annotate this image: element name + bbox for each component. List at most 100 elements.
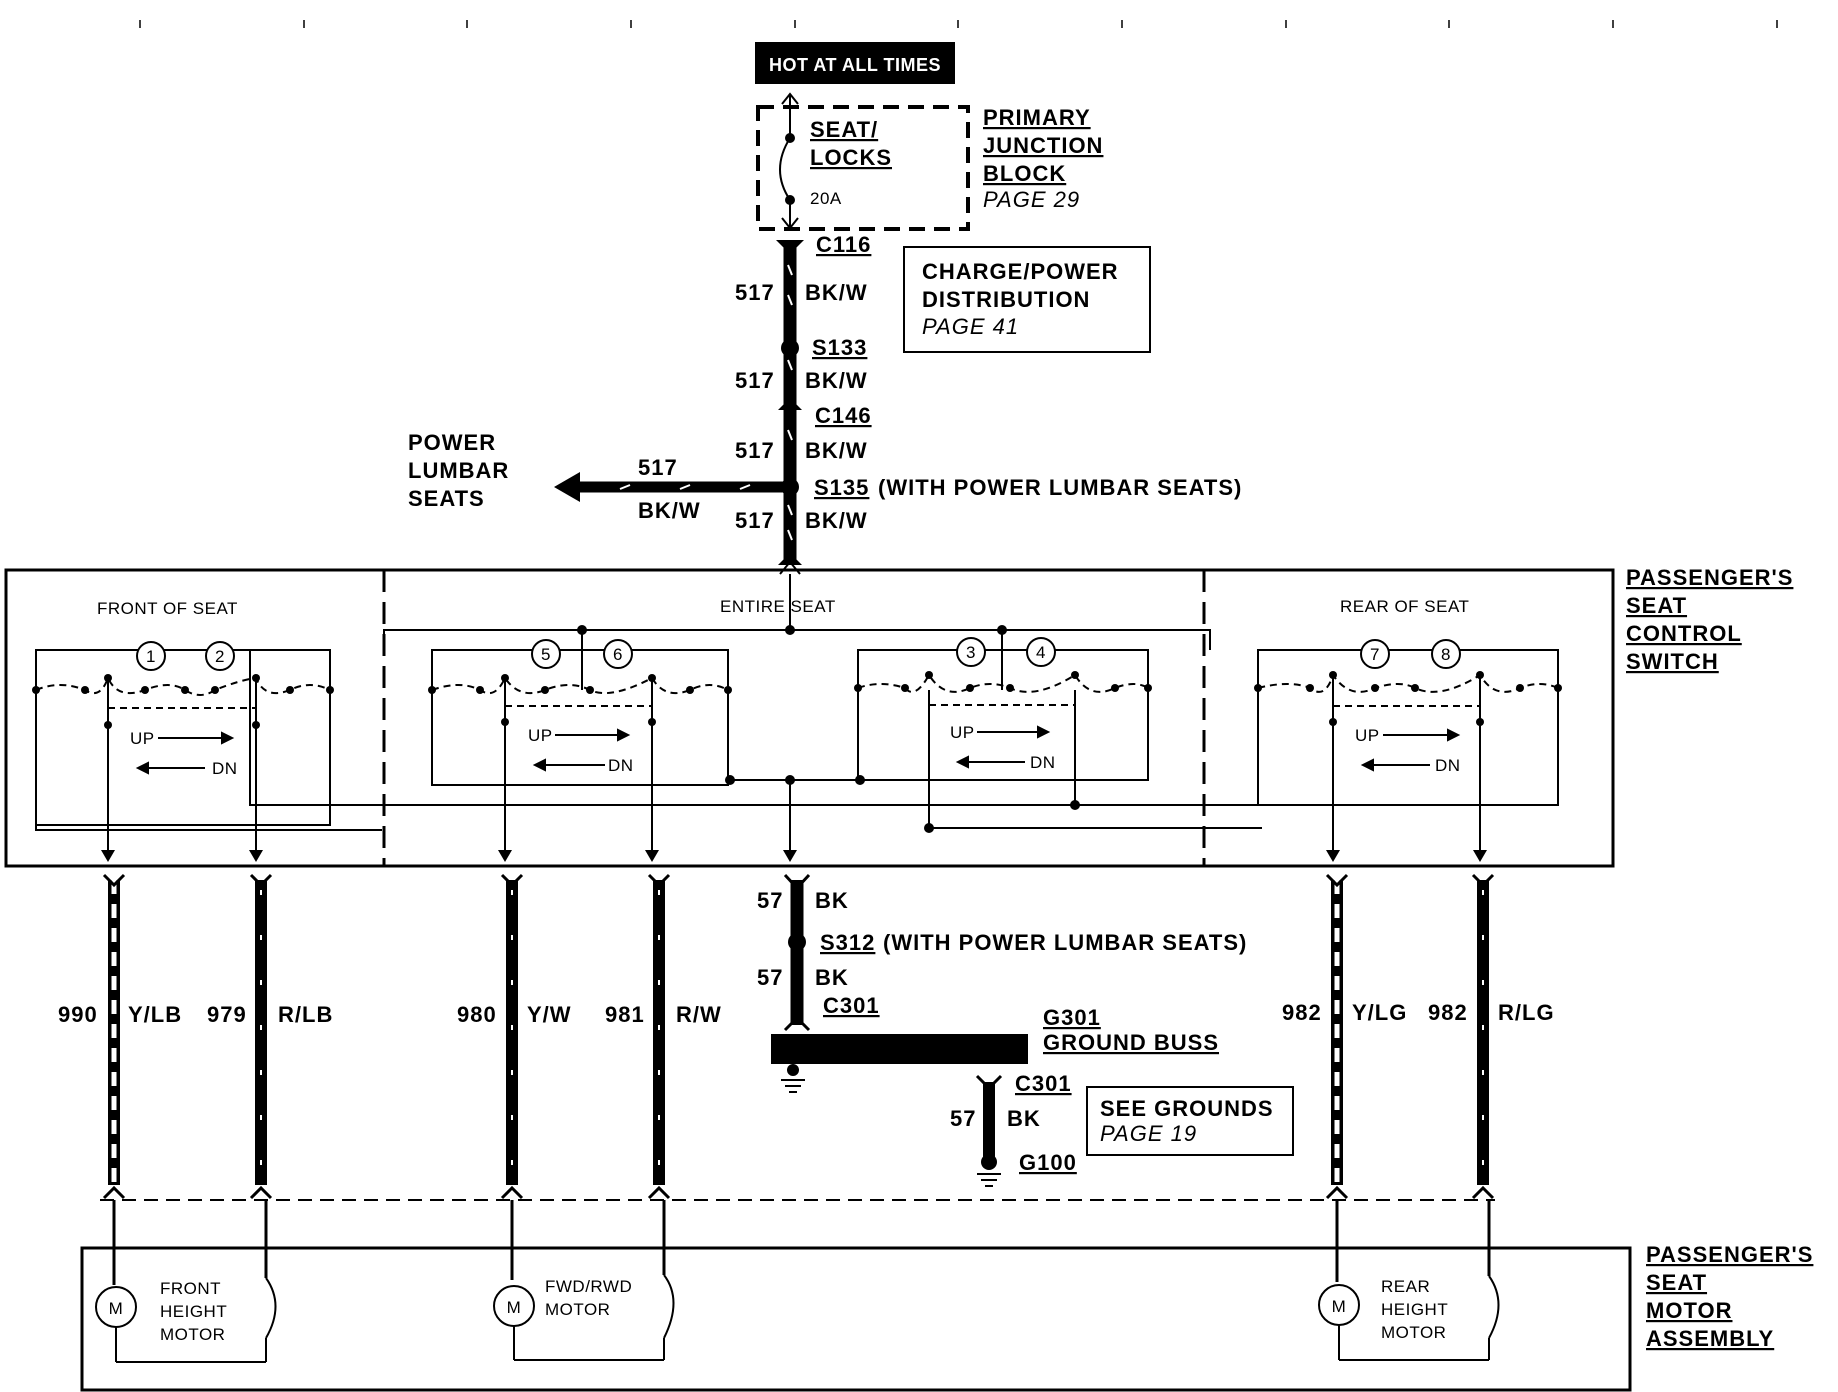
svg-text:BK: BK: [815, 888, 849, 913]
svg-text:MOTOR: MOTOR: [160, 1325, 225, 1344]
svg-text:1: 1: [146, 647, 156, 666]
ruler-ticks: [139, 20, 1778, 28]
svg-text:BK/W: BK/W: [805, 438, 868, 463]
seat-motor-assembly: M FRONT HEIGHT MOTOR M FWD/RWD MOTOR M: [80, 1200, 1632, 1392]
svg-text:HEIGHT: HEIGHT: [160, 1302, 227, 1321]
svg-text:M: M: [109, 1299, 124, 1318]
svg-text:MOTOR: MOTOR: [545, 1300, 610, 1319]
seat-control-switch: FRONT OF SEAT ENTIRE SEAT REAR OF SEAT: [4, 568, 1615, 868]
svg-text:BK/W: BK/W: [805, 368, 868, 393]
svg-text:BK/W: BK/W: [805, 508, 868, 533]
svg-text:GROUND BUSS: GROUND BUSS: [1043, 1030, 1219, 1055]
svg-text:Y/LB: Y/LB: [128, 1002, 182, 1027]
svg-text:980: 980: [457, 1002, 497, 1027]
svg-text:MOTOR: MOTOR: [1646, 1298, 1732, 1323]
svg-text:ENTIRE SEAT: ENTIRE SEAT: [720, 597, 836, 616]
svg-text:DN: DN: [1030, 753, 1056, 772]
power-lumbar-branch: POWER LUMBAR SEATS 517 BK/W: [408, 430, 790, 523]
svg-text:G100: G100: [1019, 1150, 1077, 1175]
svg-text:FWD/RWD: FWD/RWD: [545, 1277, 632, 1296]
svg-text:R/W: R/W: [676, 1002, 722, 1027]
svg-text:C146: C146: [815, 403, 872, 428]
svg-text:PAGE 19: PAGE 19: [1100, 1121, 1197, 1146]
primary-junction-block-label: PRIMARY JUNCTION BLOCK PAGE 29: [983, 105, 1103, 212]
svg-text:SEE GROUNDS: SEE GROUNDS: [1100, 1096, 1274, 1121]
switch-section-rear: [1257, 649, 1559, 860]
ground-wire-57: 57 BK S312 (WITH POWER LUMBAR SEATS) 57 …: [757, 873, 1247, 1032]
hot-at-all-times-label: HOT AT ALL TIMES: [755, 42, 955, 84]
svg-text:5: 5: [541, 645, 551, 664]
svg-text:Y/W: Y/W: [527, 1002, 572, 1027]
svg-text:M: M: [507, 1298, 522, 1317]
svg-text:M: M: [1332, 1297, 1347, 1316]
svg-text:517: 517: [735, 368, 775, 393]
svg-text:BK: BK: [815, 965, 849, 990]
svg-text:PAGE 29: PAGE 29: [983, 187, 1080, 212]
svg-text:PRIMARY: PRIMARY: [983, 105, 1091, 130]
svg-text:SEAT: SEAT: [1646, 1270, 1707, 1295]
svg-text:DN: DN: [212, 759, 238, 778]
svg-text:57: 57: [950, 1106, 976, 1131]
feed-wire-labels: C116 517 BK/W S133 517 BK/W C146 517 BK/…: [735, 232, 1242, 533]
svg-text:SEAT: SEAT: [1626, 593, 1687, 618]
connector-marks: [102, 873, 1495, 1200]
front-height-motor: M FRONT HEIGHT MOTOR: [95, 1200, 277, 1363]
svg-text:REAR: REAR: [1381, 1277, 1430, 1296]
svg-text:R/LB: R/LB: [278, 1002, 333, 1027]
seat-motor-assembly-title: PASSENGER'S SEAT MOTOR ASSEMBLY: [1646, 1242, 1813, 1351]
svg-text:3: 3: [966, 643, 976, 662]
svg-text:7: 7: [1370, 645, 1380, 664]
fwd-rwd-motor: M FWD/RWD MOTOR: [493, 1200, 675, 1361]
svg-text:DISTRIBUTION: DISTRIBUTION: [922, 287, 1090, 312]
svg-text:POWER: POWER: [408, 430, 496, 455]
contact-numbers: [136, 637, 1461, 671]
svg-text:S135: S135: [814, 475, 869, 500]
svg-text:4: 4: [1036, 643, 1046, 662]
motor-wire-labels: 990 Y/LB 979 R/LB 980 Y/W 981 R/W 982 Y/…: [58, 1000, 1555, 1027]
svg-text:UP: UP: [950, 723, 975, 742]
svg-text:(WITH POWER LUMBAR SEATS): (WITH POWER LUMBAR SEATS): [883, 930, 1247, 955]
svg-text:(WITH POWER LUMBAR SEATS): (WITH POWER LUMBAR SEATS): [878, 475, 1242, 500]
svg-text:57: 57: [757, 888, 783, 913]
svg-text:UP: UP: [130, 729, 155, 748]
svg-text:JUNCTION: JUNCTION: [983, 133, 1103, 158]
svg-text:UP: UP: [528, 726, 553, 745]
svg-text:Y/LG: Y/LG: [1352, 1000, 1407, 1025]
svg-text:517: 517: [638, 455, 678, 480]
svg-text:LUMBAR: LUMBAR: [408, 458, 509, 483]
svg-text:BK: BK: [1007, 1106, 1041, 1131]
svg-text:517: 517: [735, 508, 775, 533]
svg-text:PASSENGER'S: PASSENGER'S: [1626, 565, 1793, 590]
svg-text:PASSENGER'S: PASSENGER'S: [1646, 1242, 1813, 1267]
svg-text:6: 6: [613, 645, 623, 664]
svg-text:517: 517: [735, 438, 775, 463]
svg-text:2: 2: [215, 647, 225, 666]
charge-power-distribution-box: CHARGE/POWER DISTRIBUTION PAGE 41: [903, 246, 1151, 353]
svg-text:S312: S312: [820, 930, 875, 955]
svg-text:982: 982: [1282, 1000, 1322, 1025]
svg-text:ASSEMBLY: ASSEMBLY: [1646, 1326, 1774, 1351]
svg-text:990: 990: [58, 1002, 98, 1027]
svg-text:MOTOR: MOTOR: [1381, 1323, 1446, 1342]
ground-buss-g301: G301 GROUND BUSS: [771, 1005, 1219, 1093]
svg-text:FRONT OF SEAT: FRONT OF SEAT: [97, 599, 238, 618]
svg-text:DN: DN: [1435, 756, 1461, 775]
svg-text:S133: S133: [812, 335, 867, 360]
svg-text:LOCKS: LOCKS: [810, 145, 892, 170]
svg-text:57: 57: [757, 965, 783, 990]
svg-text:DN: DN: [608, 756, 634, 775]
switch-section-front: [35, 649, 331, 860]
svg-text:982: 982: [1428, 1000, 1468, 1025]
svg-text:517: 517: [735, 280, 775, 305]
svg-text:FRONT: FRONT: [160, 1279, 221, 1298]
ground-g100: C301 57 BK G100: [950, 1071, 1077, 1187]
svg-text:CONTROL: CONTROL: [1626, 621, 1742, 646]
svg-text:HOT AT ALL TIMES: HOT AT ALL TIMES: [769, 55, 941, 75]
svg-text:G301: G301: [1043, 1005, 1101, 1030]
svg-text:SWITCH: SWITCH: [1626, 649, 1719, 674]
svg-text:C301: C301: [1015, 1071, 1072, 1096]
svg-text:R/LG: R/LG: [1498, 1000, 1555, 1025]
svg-text:C116: C116: [816, 232, 871, 257]
svg-text:CHARGE/POWER: CHARGE/POWER: [922, 259, 1119, 284]
